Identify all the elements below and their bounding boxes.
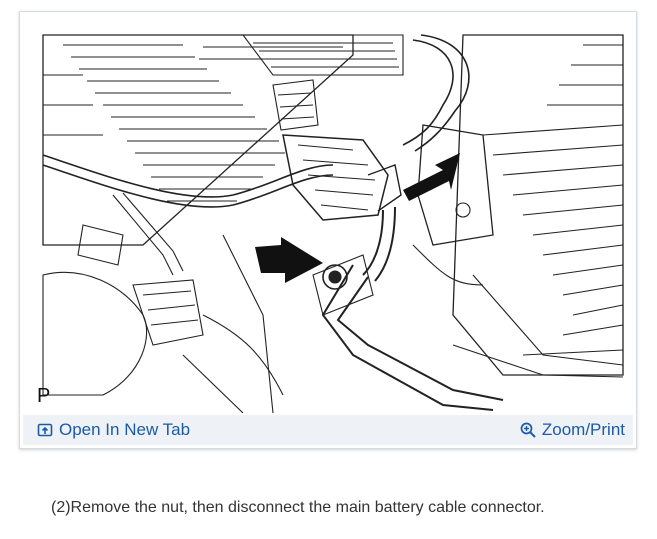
wire-harness — [42, 154, 334, 276]
line-drawing — [42, 34, 624, 413]
arrow-to-connector — [403, 153, 460, 201]
figure-corner-letter: P — [37, 385, 51, 407]
step-caption: (2)Remove the nut, then disconnect the m… — [51, 499, 545, 516]
nut — [322, 264, 348, 290]
ribbed-panel-right — [452, 34, 624, 378]
battery-cable-connector-drawing — [272, 79, 402, 221]
figure-action-bar: Open In New Tab Zoom/Print — [23, 415, 633, 445]
zoom-print-label: Zoom/Print — [541, 420, 625, 439]
main-battery-cable — [312, 206, 504, 411]
figure-card: P Open In New Tab Zoom/Print — [19, 11, 637, 449]
magnifier-plus-icon — [520, 422, 536, 438]
bracket — [412, 124, 494, 286]
open-in-new-tab-icon — [37, 422, 53, 438]
arrow-to-nut — [255, 237, 323, 283]
lower-left-components — [42, 224, 284, 413]
pipe — [402, 34, 470, 152]
diagram-illustration: P — [23, 15, 633, 413]
ribbed-panel-top — [241, 34, 404, 76]
open-in-new-tab-link[interactable]: Open In New Tab — [37, 420, 190, 440]
open-in-new-tab-label: Open In New Tab — [59, 420, 191, 439]
zoom-print-link[interactable]: Zoom/Print — [520, 420, 625, 440]
